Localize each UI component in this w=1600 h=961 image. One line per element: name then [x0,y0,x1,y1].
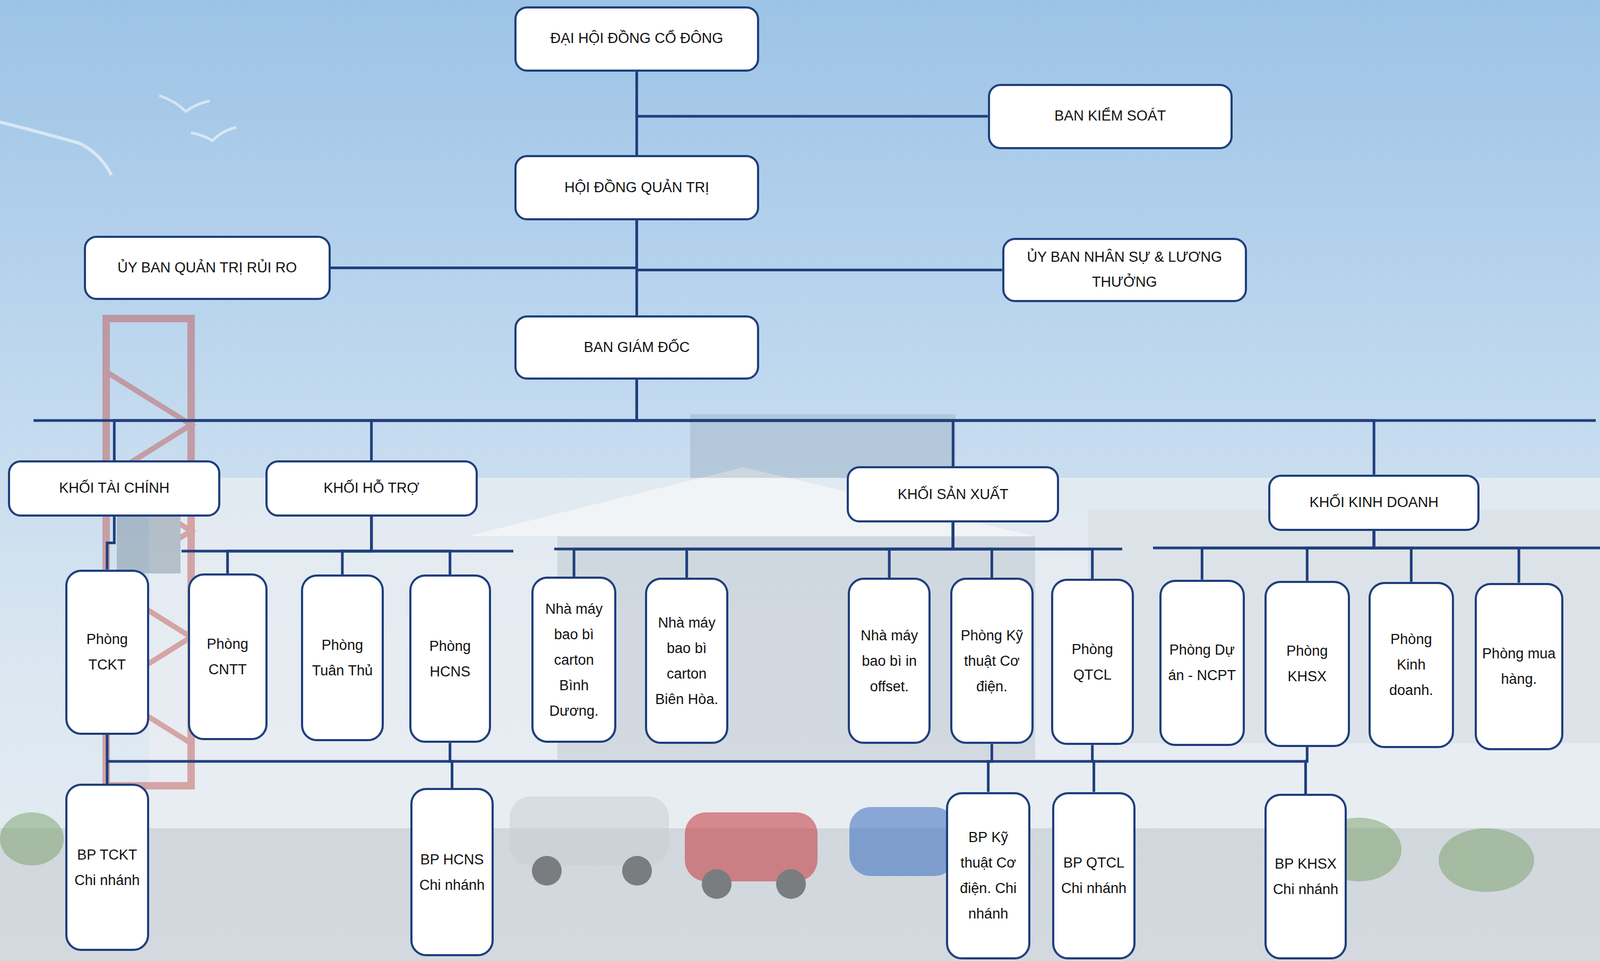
connector-line [227,516,372,574]
department-box: BP QTCL Chi nhánh [1052,792,1137,960]
department-box: Phòng Kinh doanh. [1368,581,1455,748]
org-box: KHỐI SẢN XUẤT [846,466,1060,523]
connector-line [686,522,954,578]
box-label: Nhà máy bao bì in offset. [855,622,924,700]
org-box: ỦY BAN QUẢN TRỊ RỦI RO [83,235,331,300]
connector-line [1373,530,1519,583]
department-box: Phòng Kỹ thuật Cơ điện. [950,577,1035,744]
wheel [776,869,806,899]
box-label: KHỐI HỖ TRỢ [323,475,420,501]
box-label: ỦY BAN QUẢN TRỊ RỦI RO [117,255,297,281]
box-label: BP Kỹ thuật Cơ điện. Chi nhánh [953,824,1024,927]
box-label: Phòng Dự án - NCPT [1166,637,1238,688]
box-label: Phòng KHSX [1271,638,1343,690]
box-label: Nhà máy bao bì carton Bình Dương. [538,596,609,724]
box-label: BP TCKT Chi nhánh [72,841,142,893]
connector-line [952,522,1092,579]
box-label: Phòng HCNS [416,633,484,685]
box-label: BAN GIÁM ĐỐC [583,334,691,360]
connector-line [114,379,637,461]
box-label: KHỐI KINH DOANH [1309,489,1439,515]
connector-line [342,516,372,575]
connector-line [636,379,953,467]
org-box: KHỐI KINH DOANH [1268,474,1480,531]
wheel [701,869,732,899]
connector-line [371,516,451,575]
department-box: BP Kỹ thuật Cơ điện. Chi nhánh [945,792,1031,960]
department-box: Nhà máy bao bì in offset. [847,577,931,744]
connector-line [889,522,953,578]
connector-line [1373,530,1412,582]
birds [0,95,237,176]
box-label: Phòng Kỹ thuật Cơ điện. [957,622,1027,700]
connector-line [107,516,115,570]
connector-line [1305,746,1307,794]
car-silver [509,796,669,866]
department-box: BP TCKT Chi nhánh [65,783,150,951]
connector-line [1306,530,1374,581]
department-box: Phòng mua hàng. [1474,582,1564,751]
department-box: Phòng TCKT [65,569,150,735]
wheel [531,855,562,886]
department-box: Phòng CNTT [187,573,268,740]
department-box: BP HCNS Chi nhánh [410,787,495,957]
org-box: ỦY BAN NHÂN SỰ & LƯƠNG THƯỞNG [1002,237,1247,303]
department-box: Phòng KHSX [1264,580,1350,747]
bird [159,95,210,112]
bird [0,122,112,176]
box-label: BP KHSX Chi nhánh [1271,850,1340,902]
box-label: BAN KIỂM SOÁT [1054,103,1166,129]
tree [0,812,64,866]
box-label: HỘI ĐỒNG QUẢN TRỊ [564,175,710,201]
branch-link-line [106,760,1307,763]
box-label: Phòng CNTT [195,631,261,683]
org-box: HỘI ĐỒNG QUẢN TRỊ [514,155,760,221]
car-blue [849,806,956,876]
bird [191,127,237,141]
box-label: ĐẠI HỘI ĐỒNG CỔ ĐÔNG [550,26,724,51]
connector-line [1201,530,1374,580]
edge-group [107,71,1519,795]
box-label: Phòng Tuân Thủ [308,632,377,684]
department-box: Phòng QTCL [1051,578,1134,745]
connector-line [1092,744,1095,792]
org-box: KHỐI HỖ TRỢ [265,460,478,517]
box-label: BP HCNS Chi nhánh [417,846,487,898]
org-box: KHỐI TÀI CHÍNH [7,460,221,517]
box-label: BP QTCL Chi nhánh [1059,849,1129,901]
department-box: BP KHSX Chi nhánh [1264,793,1348,959]
department-box: Nhà máy bao bì carton Biên Hòa. [644,577,729,744]
org-box: BAN GIÁM ĐỐC [514,315,760,380]
department-box: Nhà máy bao bì carton Bình Dương. [531,576,617,743]
box-label: KHỐI SẢN XUẤT [897,482,1009,507]
connector-line [988,743,993,792]
building-glass [557,536,1036,760]
department-box: Phòng Tuân Thủ [300,574,384,741]
box-label: ỦY BAN NHÂN SỰ & LƯƠNG THƯỞNG [1009,244,1240,296]
connector-line [636,71,988,117]
connector-line [636,379,1374,475]
org-box: BAN KIỂM SOÁT [987,83,1233,150]
department-box: Phòng Dự án - NCPT [1159,579,1245,746]
department-box: Phòng HCNS [409,574,492,743]
bus-lines [33,420,1600,762]
box-label: KHỐI TÀI CHÍNH [58,475,170,501]
org-box: ĐẠI HỘI ĐỒNG CỔ ĐÔNG [514,6,760,72]
wheel [622,855,652,886]
tree [1438,828,1535,892]
connector-line [330,220,638,268]
box-label: Phòng QTCL [1058,636,1127,688]
connector-line [450,742,453,788]
box-label: Phòng TCKT [72,626,142,678]
tower-logo [116,509,181,574]
box-label: Phòng Kinh doanh. [1375,626,1447,703]
box-label: Nhà máy bao bì carton Biên Hòa. [652,609,722,712]
connector-line [371,379,638,461]
cars [509,796,956,899]
connector-line [105,734,109,784]
connector-line [636,220,1002,270]
box-label: Phòng mua hàng. [1482,640,1556,692]
